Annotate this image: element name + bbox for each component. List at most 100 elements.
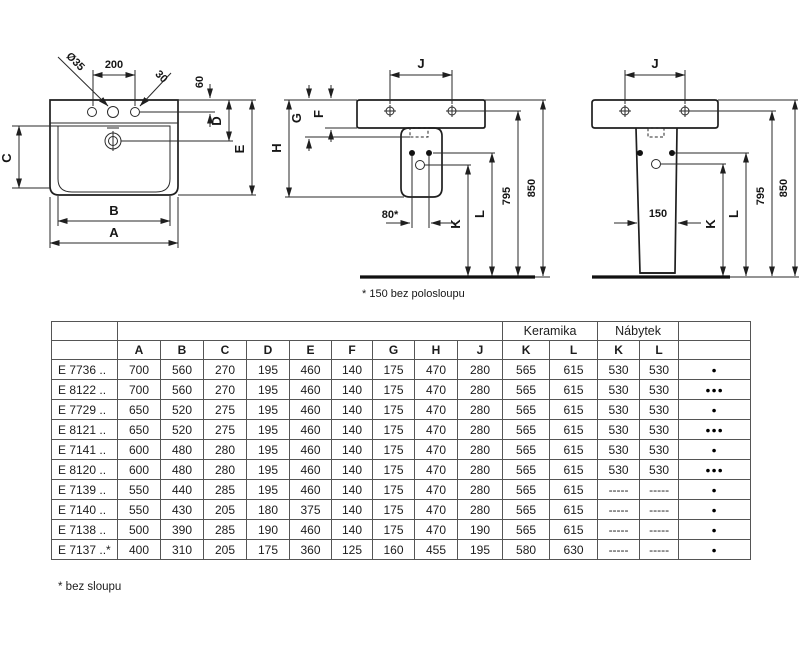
dim-label-g: G	[289, 113, 304, 123]
bowl-outline	[57, 125, 171, 193]
value-cell: 480	[160, 459, 204, 480]
dim-label-b: B	[109, 203, 118, 218]
marker-header-cell	[678, 321, 752, 341]
value-cell: 560	[160, 379, 204, 400]
value-cell: 615	[549, 499, 599, 520]
availability-marker-cell: ●	[678, 499, 752, 520]
value-cell: 175	[372, 419, 415, 440]
dim-label-80: 80*	[382, 209, 399, 221]
value-cell: 565	[502, 479, 551, 500]
value-cell: 460	[289, 379, 332, 400]
value-cell: 460	[289, 419, 332, 440]
value-cell: 650	[117, 419, 161, 440]
col-header-l-nabytek: L	[639, 340, 680, 360]
value-cell: 530	[597, 439, 641, 460]
value-cell: 140	[331, 379, 373, 400]
col-header-g: G	[372, 340, 415, 360]
value-cell: 530	[597, 419, 641, 440]
col-header-f: F	[331, 340, 373, 360]
dim-label-200: 200	[105, 59, 123, 71]
value-cell: 615	[549, 439, 599, 460]
dim-label-150: 150	[649, 208, 667, 220]
value-cell: 140	[331, 359, 373, 380]
dim-label-30: 30	[153, 68, 170, 85]
model-cell: E 8120 ..	[51, 459, 118, 480]
dim-label-h: H	[269, 143, 284, 152]
value-cell: 550	[117, 499, 161, 520]
value-cell: 565	[502, 399, 551, 420]
value-cell: 440	[160, 479, 204, 500]
value-cell: -----	[639, 519, 680, 540]
value-cell: 580	[502, 539, 551, 560]
value-cell: 175	[372, 399, 415, 420]
value-cell: -----	[597, 479, 641, 500]
dim-label-60: 60	[194, 76, 206, 88]
value-cell: 280	[203, 459, 247, 480]
value-cell: -----	[597, 539, 641, 560]
value-cell: 175	[372, 379, 415, 400]
half-pedestal-note: * 150 bez polosloupu	[362, 288, 465, 300]
value-cell: 280	[456, 419, 504, 440]
front-view-pedestal-drawing: J 150 K L 795 850	[591, 56, 799, 279]
value-cell: 630	[549, 539, 599, 560]
technical-drawings: 200 Ø35 30 60 D E C	[0, 50, 799, 300]
availability-marker-cell: ●	[678, 359, 752, 380]
value-cell: 275	[203, 399, 247, 420]
tap-hole-right	[130, 107, 140, 117]
value-cell: 550	[117, 479, 161, 500]
dim-label-dia35: Ø35	[64, 50, 87, 73]
value-cell: 195	[246, 479, 290, 500]
value-cell: 160	[372, 539, 415, 560]
value-cell: 565	[502, 419, 551, 440]
value-cell: 460	[289, 459, 332, 480]
group-header-nabytek: Nábytek	[597, 321, 680, 341]
value-cell: 280	[456, 499, 504, 520]
value-cell: 195	[246, 399, 290, 420]
value-cell: 360	[289, 539, 332, 560]
value-cell: 530	[597, 379, 641, 400]
value-cell: 565	[502, 379, 551, 400]
marker-header-cell-2	[678, 340, 752, 360]
value-cell: 175	[372, 499, 415, 520]
model-cell: E 7138 ..	[51, 519, 118, 540]
value-cell: 560	[160, 359, 204, 380]
dim-label-f: F	[311, 110, 326, 118]
dim-label-l: L	[472, 210, 487, 218]
model-cell: E 7140 ..	[51, 499, 118, 520]
tap-hole-left	[87, 107, 97, 117]
value-cell: 530	[639, 399, 680, 420]
value-cell: 140	[331, 519, 373, 540]
value-cell: 140	[331, 439, 373, 460]
value-cell: 615	[549, 519, 599, 540]
value-cell: 280	[456, 439, 504, 460]
col-header-k-nabytek: K	[597, 340, 641, 360]
value-cell: 470	[414, 399, 458, 420]
value-cell: 280	[456, 359, 504, 380]
value-cell: 615	[549, 479, 599, 500]
value-cell: 520	[160, 419, 204, 440]
value-cell: 285	[203, 519, 247, 540]
availability-marker-cell: ●●●	[678, 459, 752, 480]
side-view-half-pedestal-drawing: J F G H	[269, 56, 550, 300]
value-cell: 615	[549, 419, 599, 440]
value-cell: 175	[246, 539, 290, 560]
value-cell: 285	[203, 479, 247, 500]
table-footnote: * bez sloupu	[58, 581, 122, 593]
value-cell: 565	[502, 359, 551, 380]
value-cell: 700	[117, 359, 161, 380]
group-header-row: Keramika Nábytek	[51, 321, 752, 341]
value-cell: 530	[639, 459, 680, 480]
value-cell: 500	[117, 519, 161, 540]
dim-label-j2: J	[651, 56, 658, 71]
value-cell: 175	[372, 459, 415, 480]
value-cell: 205	[203, 539, 247, 560]
value-cell: 140	[331, 399, 373, 420]
value-cell: 460	[289, 439, 332, 460]
value-cell: 140	[331, 479, 373, 500]
